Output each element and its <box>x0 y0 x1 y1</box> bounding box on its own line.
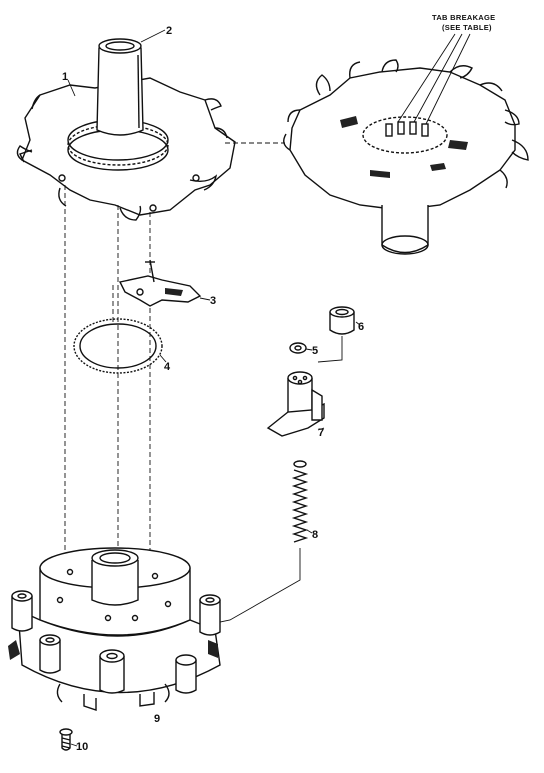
assembled-cam-view <box>283 59 529 255</box>
coil-spring <box>291 460 309 543</box>
toothed-ring <box>73 318 163 374</box>
cap <box>329 306 355 335</box>
tab-breakage-label-line2: (SEE TABLE) <box>442 23 492 32</box>
callout-2: 2 <box>166 25 172 37</box>
callout-4: 4 <box>164 361 171 373</box>
callout-9: 9 <box>154 713 160 725</box>
callout-6: 6 <box>358 321 364 333</box>
screw <box>59 728 73 751</box>
callout-8: 8 <box>312 529 318 541</box>
washer <box>289 342 307 354</box>
callout-3: 3 <box>210 295 216 307</box>
spring-clip <box>118 259 202 307</box>
callout-7: 7 <box>318 427 324 439</box>
housing <box>8 547 221 711</box>
tab-breakage-label-line1: TAB BREAKAGE <box>432 13 495 22</box>
cam-stack-assembly <box>16 38 236 221</box>
lever-block <box>266 371 325 437</box>
callout-1: 1 <box>62 71 68 83</box>
callout-5: 5 <box>312 345 318 357</box>
callout-10: 10 <box>76 741 88 753</box>
